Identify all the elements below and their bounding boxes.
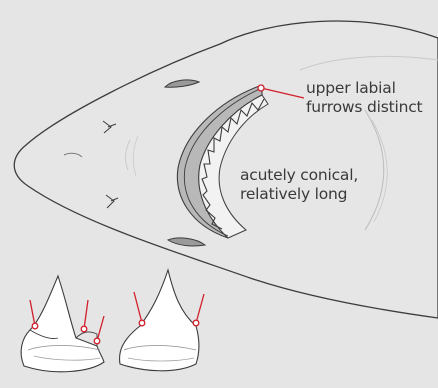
upper-tooth-illustration bbox=[21, 276, 104, 372]
labial-furrows-line-1: upper labial bbox=[306, 79, 422, 98]
furrow-callout-dot bbox=[258, 85, 264, 91]
labial-furrows-annotation: upper labial furrows distinct bbox=[306, 79, 422, 117]
lower-tooth-illustration bbox=[120, 270, 204, 371]
labial-furrows-line-2: furrows distinct bbox=[306, 98, 422, 117]
snout-annotation: acutely conical, relatively long bbox=[240, 166, 358, 204]
snout-line-1: acutely conical, bbox=[240, 166, 358, 185]
shark-head-outline bbox=[14, 21, 438, 318]
snout-line-2: relatively long bbox=[240, 185, 358, 204]
